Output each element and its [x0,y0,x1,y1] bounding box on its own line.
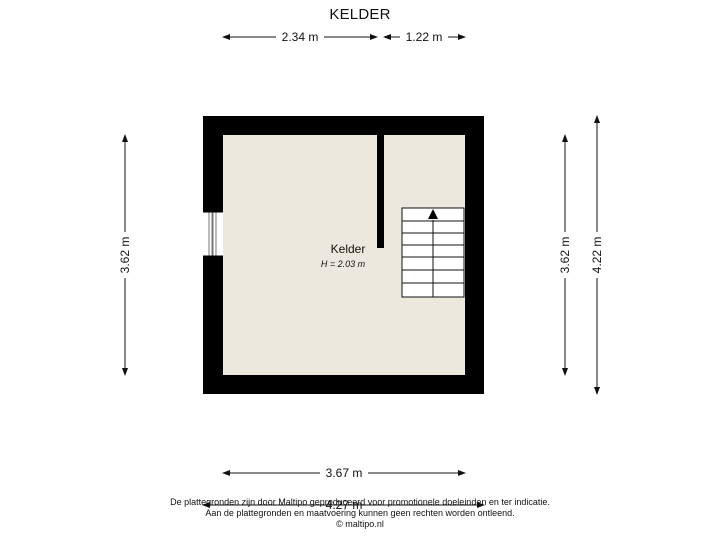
staircase [401,207,465,298]
dim-label-right-outer: 4.22 m [590,237,604,274]
partition-wall [377,135,384,248]
dim-label-top-right: 1.22 m [406,30,443,44]
disclaimer: De plattegronden zijn door Maltipo gepro… [0,497,720,530]
arrow-up-icon [428,209,438,219]
dim-label-top-left: 2.34 m [282,30,319,44]
dim-label-left: 3.62 m [118,237,132,274]
dim-label-bottom-inner: 3.67 m [326,466,363,480]
window-icon [203,211,223,257]
disclaimer-line-2: Aan de plattegronden en maatvoering kunn… [205,508,515,518]
dim-label-bottom-outer: 4.27 m [326,498,363,512]
disclaimer-line-1: De plattegronden zijn door Maltipo gepro… [170,497,550,507]
floor-title: KELDER [329,6,391,23]
dim-label-right-inner: 3.62 m [558,237,572,274]
room-name: Kelder [331,242,366,256]
room-height: H = 2.03 m [321,259,366,269]
disclaimer-copyright: © maltipo.nl [336,519,384,529]
